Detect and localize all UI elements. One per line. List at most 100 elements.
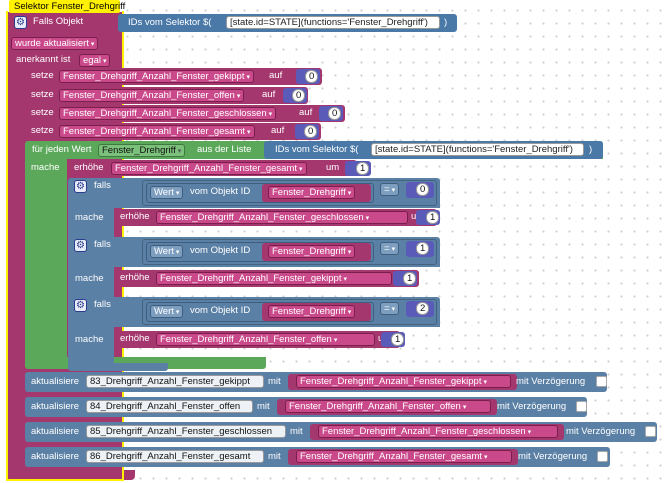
state-id-field[interactable]: 83_Drehgriff_Anzahl_Fenster_gekippt: [86, 375, 264, 388]
auf-label: auf: [269, 70, 283, 81]
erhoehe-label: erhöhe: [74, 162, 104, 173]
erhoehe-label: erhöhe: [120, 333, 150, 344]
value-type-dropdown[interactable]: Wert▾: [150, 186, 184, 199]
delay-label: mit Verzögerung: [497, 401, 567, 412]
event-block-bottom: [7, 470, 135, 480]
chevron-down-icon: ▾: [247, 129, 251, 136]
value-type-dropdown[interactable]: Wert▾: [150, 305, 184, 318]
variable-dropdown[interactable]: Fenster_Drehgriff_Anzahl_Fenster_offen▾: [59, 89, 245, 102]
update-variable-dropdown[interactable]: Fenster_Drehgriff_Anzahl_Fenster_gesamt▾: [296, 450, 512, 463]
chevron-down-icon: ▾: [177, 148, 182, 155]
delay-checkbox[interactable]: [596, 376, 607, 387]
vom-objekt-id-label: vom Objekt ID: [190, 245, 251, 256]
ids-selector-label: IDs vom Selektor $(: [275, 144, 359, 155]
chevron-down-icon: ▾: [343, 276, 347, 283]
chevron-down-icon: ▾: [347, 309, 352, 316]
ack-dropdown[interactable]: egal▾: [79, 54, 111, 67]
update-variable-dropdown[interactable]: Fenster_Drehgriff_Anzahl_Fenster_gekippt…: [296, 375, 511, 388]
vom-objekt-id-label: vom Objekt ID: [190, 186, 251, 197]
mit-label: mit: [290, 426, 303, 437]
header-title: Selektor Fenster_Drehgriff: [14, 1, 126, 12]
block-comment-header[interactable]: Selektor Fenster_Drehgriff: [9, 0, 125, 13]
gear-icon[interactable]: ⚙: [74, 299, 87, 312]
chevron-down-icon: ▾: [462, 404, 467, 411]
number-input[interactable]: 0: [304, 125, 318, 138]
delay-checkbox[interactable]: [597, 451, 608, 462]
operator-dropdown[interactable]: =▾: [380, 242, 400, 255]
fuer-jeden-wert-label: für jeden Wert: [32, 144, 92, 155]
number-input[interactable]: 0: [305, 70, 319, 83]
target-variable-dropdown[interactable]: Fenster_Drehgriff_Anzahl_Fenster_gekippt…: [156, 272, 392, 285]
state-id-field[interactable]: 84_Drehgriff_Anzahl_Fenster_offen: [86, 400, 253, 413]
close-paren: ): [589, 144, 593, 155]
object-variable-dropdown[interactable]: Fenster_Drehgriff▾: [268, 305, 356, 318]
chevron-down-icon: ▾: [90, 41, 95, 48]
trigger-mode-dropdown[interactable]: wurde aktualisiert▾: [11, 37, 99, 50]
operator-dropdown[interactable]: =▾: [380, 183, 400, 196]
step-number-input[interactable]: 1: [391, 333, 405, 346]
delay-checkbox[interactable]: [576, 401, 587, 412]
chevron-down-icon: ▾: [347, 249, 352, 256]
statement-slot-edge: [19, 68, 25, 468]
loop-block-left: [25, 159, 67, 359]
if-block-bottom: [68, 363, 168, 371]
trigger-head[interactable]: [8, 14, 122, 30]
erhoehe-label: erhöhe: [120, 211, 150, 222]
target-variable-dropdown[interactable]: Fenster_Drehgriff_Anzahl_Fenster_offen▾: [156, 333, 375, 346]
state-id-field[interactable]: 86_Drehgriff_Anzahl_Fenster_gesamt: [86, 450, 264, 463]
number-input[interactable]: 1: [356, 162, 370, 175]
chevron-down-icon: ▾: [527, 429, 532, 436]
variable-dropdown[interactable]: Fenster_Drehgriff_Anzahl_Fenster_gesamt▾: [59, 125, 255, 138]
object-variable-dropdown[interactable]: Fenster_Drehgriff▾: [268, 186, 356, 199]
step-number-input[interactable]: 1: [426, 211, 440, 224]
selector-input-trigger[interactable]: [state.id=STATE](functions='Fenster_Dreh…: [226, 16, 440, 29]
compare-number-input[interactable]: 1: [416, 242, 430, 255]
variable-dropdown[interactable]: Fenster_Drehgriff_Anzahl_Fenster_geschlo…: [59, 107, 277, 120]
chevron-down-icon: ▾: [236, 93, 241, 100]
mache-label: mache: [75, 273, 104, 284]
loop-variable-dropdown[interactable]: Fenster_Drehgriff▾: [98, 144, 186, 157]
delay-checkbox[interactable]: [645, 426, 656, 437]
compare-number-input[interactable]: 2: [416, 302, 430, 315]
gear-icon[interactable]: ⚙: [74, 180, 87, 193]
chevron-down-icon: ▾: [391, 246, 396, 253]
variable-dropdown-gesamt[interactable]: Fenster_Drehgriff_Anzahl_Fenster_gesamt▾: [111, 162, 307, 175]
value-type-dropdown[interactable]: Wert▾: [150, 245, 184, 258]
auf-label: auf: [262, 89, 276, 100]
chevron-down-icon: ▾: [102, 58, 107, 65]
gear-icon[interactable]: ⚙: [74, 239, 87, 252]
update-variable-dropdown[interactable]: Fenster_Drehgriff_Anzahl_Fenster_offen▾: [285, 400, 491, 413]
setze-label: setze: [31, 125, 54, 136]
setze-label: setze: [31, 70, 54, 81]
chevron-down-icon: ▾: [483, 379, 487, 386]
loop-mache-label: mache: [31, 162, 60, 173]
delay-label: mit Verzögerung: [566, 426, 636, 437]
delay-label: mit Verzögerung: [518, 451, 588, 462]
chevron-down-icon: ▾: [391, 306, 396, 313]
um-label: um: [326, 162, 340, 173]
update-variable-dropdown[interactable]: Fenster_Drehgriff_Anzahl_Fenster_geschlo…: [318, 425, 558, 438]
selector-input-loop[interactable]: [state.id=STATE](functions='Fenster_Dreh…: [371, 143, 584, 156]
aktualisiere-label: aktualisiere: [31, 376, 80, 387]
falls-label: falls: [94, 180, 111, 191]
gear-icon[interactable]: ⚙: [14, 16, 27, 29]
step-number-input[interactable]: 1: [403, 272, 417, 285]
operator-dropdown[interactable]: =▾: [380, 302, 400, 315]
state-id-field[interactable]: 85_Drehgriff_Anzahl_Fenster_geschlossen: [86, 425, 286, 438]
compare-number-input[interactable]: 0: [416, 183, 430, 196]
object-variable-dropdown[interactable]: Fenster_Drehgriff▾: [268, 245, 356, 258]
chevron-down-icon: ▾: [484, 454, 488, 461]
aktualisiere-label: aktualisiere: [31, 401, 80, 412]
chevron-down-icon: ▾: [347, 190, 352, 197]
falls-label: falls: [94, 299, 111, 310]
target-variable-dropdown[interactable]: Fenster_Drehgriff_Anzahl_Fenster_geschlo…: [156, 211, 408, 224]
number-input[interactable]: 0: [328, 107, 342, 120]
mache-label: mache: [75, 212, 104, 223]
chevron-down-icon: ▾: [175, 190, 180, 197]
setze-label: setze: [31, 107, 54, 118]
variable-dropdown[interactable]: Fenster_Drehgriff_Anzahl_Fenster_gekippt…: [59, 70, 254, 83]
setze-label: setze: [31, 89, 54, 100]
ids-selector-label: IDs vom Selektor $(: [128, 17, 212, 28]
number-input[interactable]: 0: [292, 89, 306, 102]
close-paren: ): [444, 17, 448, 28]
